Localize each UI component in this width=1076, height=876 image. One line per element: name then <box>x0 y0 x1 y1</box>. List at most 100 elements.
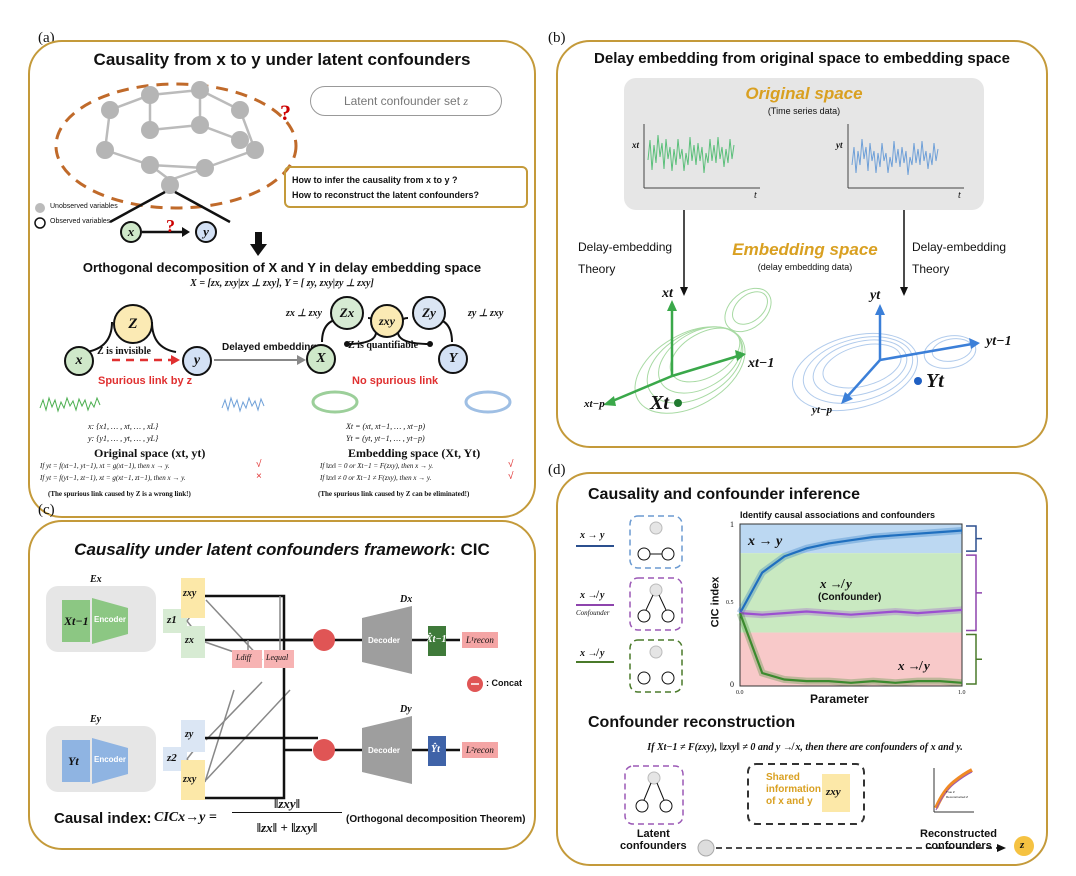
row3-label: x ↛ y <box>580 648 605 659</box>
node-y: y <box>195 221 217 243</box>
row2-label: x ↛ y <box>580 590 605 601</box>
latent-confounders-2: confounders <box>620 840 687 852</box>
zy-label: zy <box>185 729 194 740</box>
node-zx: Zx <box>330 296 364 330</box>
decomp-subtitle: Orthogonal decomposition of X and Y in d… <box>82 260 482 275</box>
recon-formula: If Xt−1 ≠ F(zxy), ‖zxy‖ ≠ 0 and y ↛ x, t… <box>647 742 963 753</box>
delayed-embedding: Delayed embedding <box>222 342 317 353</box>
panel-d-title: Causality and confounder inference <box>588 486 861 503</box>
row1-label: x → y <box>580 530 605 541</box>
original-space-sub: (Time series data) <box>767 106 841 116</box>
Lequal-label: Lequal <box>266 653 289 662</box>
ytick-1: 1 <box>730 520 734 529</box>
z-bubble: z <box>1020 839 1025 851</box>
panel-a <box>28 40 536 518</box>
chart-xlabel: Parameter <box>810 692 869 706</box>
xtick-1: 1.0 <box>958 690 966 696</box>
seq-y: y: {y1, … , yt, … , yL} <box>88 434 159 443</box>
seq-x: x: {x1, … , xt, … , xL} <box>88 422 159 431</box>
encoder-x-label: Encoder <box>94 615 127 624</box>
Dy-label: Dy <box>400 704 412 715</box>
shared-info-2: information <box>766 784 821 795</box>
node-y-left: y <box>182 346 212 376</box>
axis-yt: yt <box>870 288 881 303</box>
node-x-left: x <box>64 346 94 376</box>
X-input: Xt−1 <box>64 614 89 628</box>
zone-blue <box>740 524 962 554</box>
question-1: How to infer the causality from x to y ? <box>292 175 458 185</box>
delay-theory-right-1: Delay-embedding <box>912 240 1007 254</box>
axis-xt: xt <box>662 286 673 301</box>
Ex-label: Ex <box>90 574 102 585</box>
bracket-purple <box>966 554 982 632</box>
panel-c-title: Causality under latent confounders frame… <box>28 540 536 560</box>
series-line-causal <box>739 529 963 614</box>
emb-X: Xt = (xt, xt−1, … , xt−p) <box>346 422 426 431</box>
node-zy: Zy <box>412 296 446 330</box>
z1-label: z1 <box>167 614 177 626</box>
shared-info: Shared information of x and y <box>766 772 821 808</box>
node-z-left: Z <box>113 304 153 344</box>
latent-confounders-1: Latent <box>636 828 670 840</box>
series-line-confounder <box>739 608 963 616</box>
orig-check: √ <box>256 459 262 470</box>
panel-c-title-main: Causality under latent confounders frame… <box>74 540 451 559</box>
recon-title: Confounder reconstruction <box>588 714 796 731</box>
Dx-label: Dx <box>400 594 413 605</box>
spurious-link: Spurious link by z <box>98 375 193 387</box>
ytick-0: 0 <box>730 680 734 689</box>
chart-frame <box>739 523 963 687</box>
mini-legend-1: True Z <box>946 790 955 794</box>
L1-recon: L¹recon <box>462 632 498 648</box>
panel-d-label: (d) <box>548 462 566 478</box>
zxy-bottom: zxy <box>183 774 197 785</box>
cic-numerator: ‖zxy‖ <box>232 796 342 813</box>
zone3-label: x ↛ y <box>898 658 930 673</box>
emb-check-2: √ <box>508 471 514 482</box>
question-mark-xy: ? <box>166 216 175 236</box>
reconstructed-confounders-2: confounders <box>925 840 992 852</box>
Y-input: Yt <box>68 754 79 768</box>
orig-cross: × <box>256 471 262 482</box>
orig-rule-2: If yt = f(yt−1, zt−1), xt = g(xt−1, zt−1… <box>40 474 186 482</box>
point-Yt: Yt <box>926 370 944 392</box>
cic-denominator: ‖zx‖ + ‖zxy‖ <box>256 820 318 835</box>
z2-label: z2 <box>167 752 177 764</box>
decoder-y-label: Decoder <box>368 746 401 755</box>
panel-c <box>28 520 536 850</box>
delay-theory-left-1: Delay-embedding <box>578 240 673 254</box>
xtick-0: 0.0 <box>736 690 744 696</box>
cic-lhs: CICx→y = <box>154 810 217 825</box>
latent-bubble-var: z <box>463 94 469 108</box>
bracket-green <box>966 633 982 685</box>
L2-recon: L²recon <box>462 742 498 758</box>
emb-check-1: √ <box>508 459 514 470</box>
panel-c-title-cic: : CIC <box>450 540 490 559</box>
decoder-x-label: Decoder <box>368 636 401 645</box>
Xhat-label: X̂t−1 <box>426 634 447 645</box>
series-line-none <box>738 612 963 684</box>
zone2-sublabel: (Confounder) <box>818 592 882 603</box>
latent-confounders: Latent confounders <box>620 828 687 852</box>
embedding-space-sub: (delay embedding data) <box>757 262 853 272</box>
emb-note: (The spurious link caused by Z can be el… <box>318 490 470 498</box>
ts-t-label-2: t <box>958 190 961 201</box>
decomp-formula: X = [zx, zxy|zx ⊥ zxy], Y = [ zy, zxy|zy… <box>190 278 374 289</box>
ts-t-label-1: t <box>754 190 757 201</box>
ytick-05: 0.5 <box>726 600 734 606</box>
zone-green <box>740 553 962 633</box>
zy-perp: zy ⊥ zxy <box>468 308 504 319</box>
reconstructed-confounders: Reconstructed confounders <box>920 828 997 852</box>
emb-Y: Yt = (yt, yt−1, … , yt−p) <box>346 434 425 443</box>
delay-theory-right-2: Theory <box>912 262 950 276</box>
ts-xt-label: xt <box>632 140 640 150</box>
no-spurious-link: No spurious link <box>352 375 439 387</box>
panel-c-label: (c) <box>38 502 55 518</box>
axis-xtp: xt−p <box>584 398 605 410</box>
bracket-blue <box>966 525 982 552</box>
theorem-label: (Orthogonal decomposition Theorem) <box>346 814 526 825</box>
